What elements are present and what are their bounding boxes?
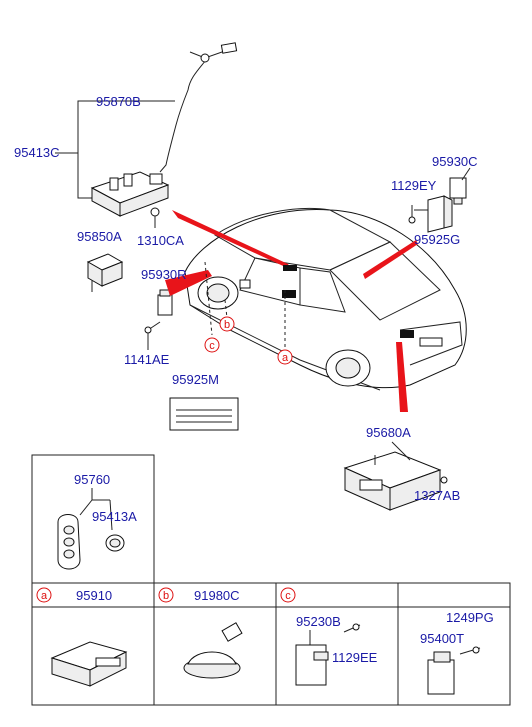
screw-1141AE [144,321,161,350]
part-91980C-drawing [183,622,243,679]
bracket-95925G [427,195,453,233]
pointer-red-1 [172,210,292,270]
table-letter-c: c [285,590,291,602]
label-95870B: 95870B [96,94,141,109]
antenna-cable [159,42,238,173]
part-95400T-drawing [427,651,455,695]
legend-table [31,582,511,706]
label-plate-95925M [169,397,239,431]
label-95925G: 95925G [414,232,460,247]
table-part-95230B: 95230B [296,614,341,629]
callout-a [277,349,293,365]
battery-95413A [105,534,125,552]
car-module-a [283,265,297,271]
callout-a-text: a [282,352,289,364]
label-1327AB: 1327AB [414,488,460,503]
pointer-red-2 [165,270,212,296]
table-part-1249PG: 1249PG [446,610,494,625]
part-95230B-drawing [295,644,329,686]
table-letter-a-circle [36,587,52,603]
label-1310CA: 1310CA [137,233,184,248]
callout-c-text: c [209,340,215,352]
table-letter-a: a [41,590,48,602]
table-part-91980C: 91980C [194,588,240,603]
part-1249PG-drawing [459,646,481,655]
label-95680A: 95680A [366,425,411,440]
car-module-c [400,330,414,338]
dash-c [204,261,213,336]
leader-95413C [77,100,175,199]
table-part-1129EE: 1129EE [332,650,378,665]
nut-1310CA [150,207,160,228]
callout-c [204,337,220,353]
label-1129EY: 1129EY [391,178,437,193]
label-95925M: 95925M [172,372,219,387]
leader-95680A [391,441,411,461]
label-95930R: 95930R [141,267,187,282]
table-letter-b: b [163,590,169,602]
leader-95930C [461,167,471,181]
unit-95850A [86,253,124,292]
label-95930C: 95930C [432,154,478,169]
sensor-95930C [449,177,467,205]
part-95910-drawing [50,641,128,687]
leader-fob [79,499,93,516]
module-95413C [90,171,170,217]
table-part-95910: 95910 [76,588,112,603]
pointer-red-3 [363,240,418,279]
module-95680A [343,451,442,511]
label-95413C: 95413C [14,145,60,160]
label-1141AE: 1141AE [124,352,170,367]
label-95413A: 95413A [92,509,137,524]
bolt-1129EY [408,205,416,224]
table-letter-c-circle [280,587,296,603]
table-letter-b-circle [158,587,174,603]
label-95850A: 95850A [77,229,122,244]
key-fob [57,514,81,570]
leader-95413A-v [109,499,113,531]
car-module-b [282,290,296,298]
callout-b [219,316,235,332]
part-1129EE-drawing [343,623,361,633]
nut-1327AB [440,476,448,484]
table-part-95400T: 95400T [420,631,464,646]
label-95760: 95760 [74,472,110,487]
pointer-red-4 [396,342,408,412]
callout-b-text: b [224,319,230,331]
